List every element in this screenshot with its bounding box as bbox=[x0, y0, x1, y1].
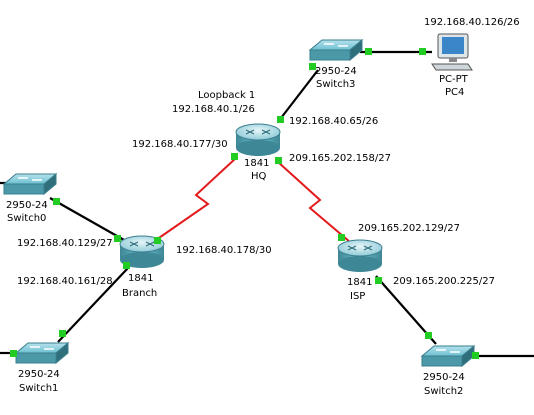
port-light bbox=[338, 234, 345, 241]
port-light bbox=[309, 63, 316, 70]
branch-lan0-ip-label: 192.168.40.129/27 bbox=[17, 238, 113, 249]
loopback-ip-label: 192.168.40.1/26 bbox=[172, 104, 255, 115]
switch1-name-label: Switch1 bbox=[19, 383, 58, 394]
hq-to-isp-ip-label: 209.165.202.158/27 bbox=[289, 153, 391, 164]
port-light bbox=[365, 48, 372, 55]
port-light bbox=[375, 277, 382, 284]
isp-model-label: 1841 bbox=[347, 277, 372, 288]
router-icon bbox=[235, 123, 281, 156]
switch3-name-label: Switch3 bbox=[316, 79, 355, 90]
link-hq-branch-serial[interactable] bbox=[155, 157, 237, 241]
links bbox=[0, 50, 534, 358]
hq-name-label: HQ bbox=[251, 171, 267, 182]
hq-model-label: 1841 bbox=[244, 158, 269, 169]
switch-icon bbox=[2, 172, 58, 196]
switch2-device[interactable]: 2950-24 Switch2 bbox=[420, 344, 476, 397]
pc-icon bbox=[431, 33, 473, 71]
interface-labels: 192.168.40.126/26 Loopback 1 192.168.40.… bbox=[17, 17, 520, 287]
hq-to-branch-ip-label: 192.168.40.177/30 bbox=[132, 139, 228, 150]
port-light bbox=[231, 153, 238, 160]
switch-icon bbox=[14, 341, 70, 365]
isp-router-device[interactable]: 1841 ISP bbox=[337, 239, 383, 302]
port-light bbox=[10, 350, 17, 357]
port-light bbox=[114, 235, 121, 242]
port-light bbox=[472, 352, 479, 359]
link-hq-isp-serial[interactable] bbox=[277, 161, 351, 243]
switch-icon bbox=[420, 344, 476, 368]
pc4-model-label: PC-PT bbox=[439, 74, 469, 85]
pc4-ip-label: 192.168.40.126/26 bbox=[424, 17, 520, 28]
port-light bbox=[53, 198, 60, 205]
switch-icon bbox=[308, 38, 364, 62]
switch3-model-label: 2950-24 bbox=[315, 66, 357, 77]
loopback-label: Loopback 1 bbox=[198, 90, 255, 101]
isp-to-hq-ip-label: 209.165.202.129/27 bbox=[358, 223, 460, 234]
switch0-name-label: Switch0 bbox=[7, 213, 46, 224]
pc4-name-label: PC4 bbox=[445, 87, 464, 98]
link-branch-switch1[interactable] bbox=[57, 267, 129, 343]
hq-router-device[interactable]: 1841 HQ bbox=[235, 123, 281, 182]
switch0-model-label: 2950-24 bbox=[6, 200, 48, 211]
link-switch0-branch[interactable] bbox=[49, 197, 125, 241]
port-light bbox=[277, 116, 284, 123]
branch-router-device[interactable]: 1841 Branch bbox=[119, 235, 165, 299]
router-icon bbox=[337, 239, 383, 272]
branch-lan1-ip-label: 192.168.40.161/28 bbox=[17, 276, 113, 287]
branch-to-hq-ip-label: 192.168.40.178/30 bbox=[176, 245, 272, 256]
pc4-device[interactable]: PC-PT PC4 bbox=[431, 33, 473, 98]
port-light bbox=[275, 157, 282, 164]
port-lights bbox=[10, 48, 479, 359]
port-light bbox=[59, 330, 66, 337]
branch-model-label: 1841 bbox=[128, 273, 153, 284]
hq-lan-ip-label: 192.168.40.65/26 bbox=[289, 116, 378, 127]
router-icon bbox=[119, 235, 165, 268]
switch1-model-label: 2950-24 bbox=[18, 369, 60, 380]
switch2-model-label: 2950-24 bbox=[423, 372, 465, 383]
link-hq-switch3[interactable] bbox=[280, 69, 319, 119]
switch2-name-label: Switch2 bbox=[424, 386, 463, 397]
switch0-device[interactable]: 2950-24 Switch0 bbox=[2, 172, 58, 224]
switch1-device[interactable]: 2950-24 Switch1 bbox=[14, 341, 70, 394]
port-light bbox=[425, 332, 432, 339]
isp-lan-ip-label: 209.165.200.225/27 bbox=[393, 276, 495, 287]
port-light bbox=[123, 262, 130, 269]
switch3-device[interactable]: 2950-24 Switch3 bbox=[308, 38, 364, 90]
isp-name-label: ISP bbox=[350, 291, 365, 302]
port-light bbox=[419, 48, 426, 55]
port-light bbox=[154, 237, 161, 244]
branch-name-label: Branch bbox=[122, 288, 157, 299]
